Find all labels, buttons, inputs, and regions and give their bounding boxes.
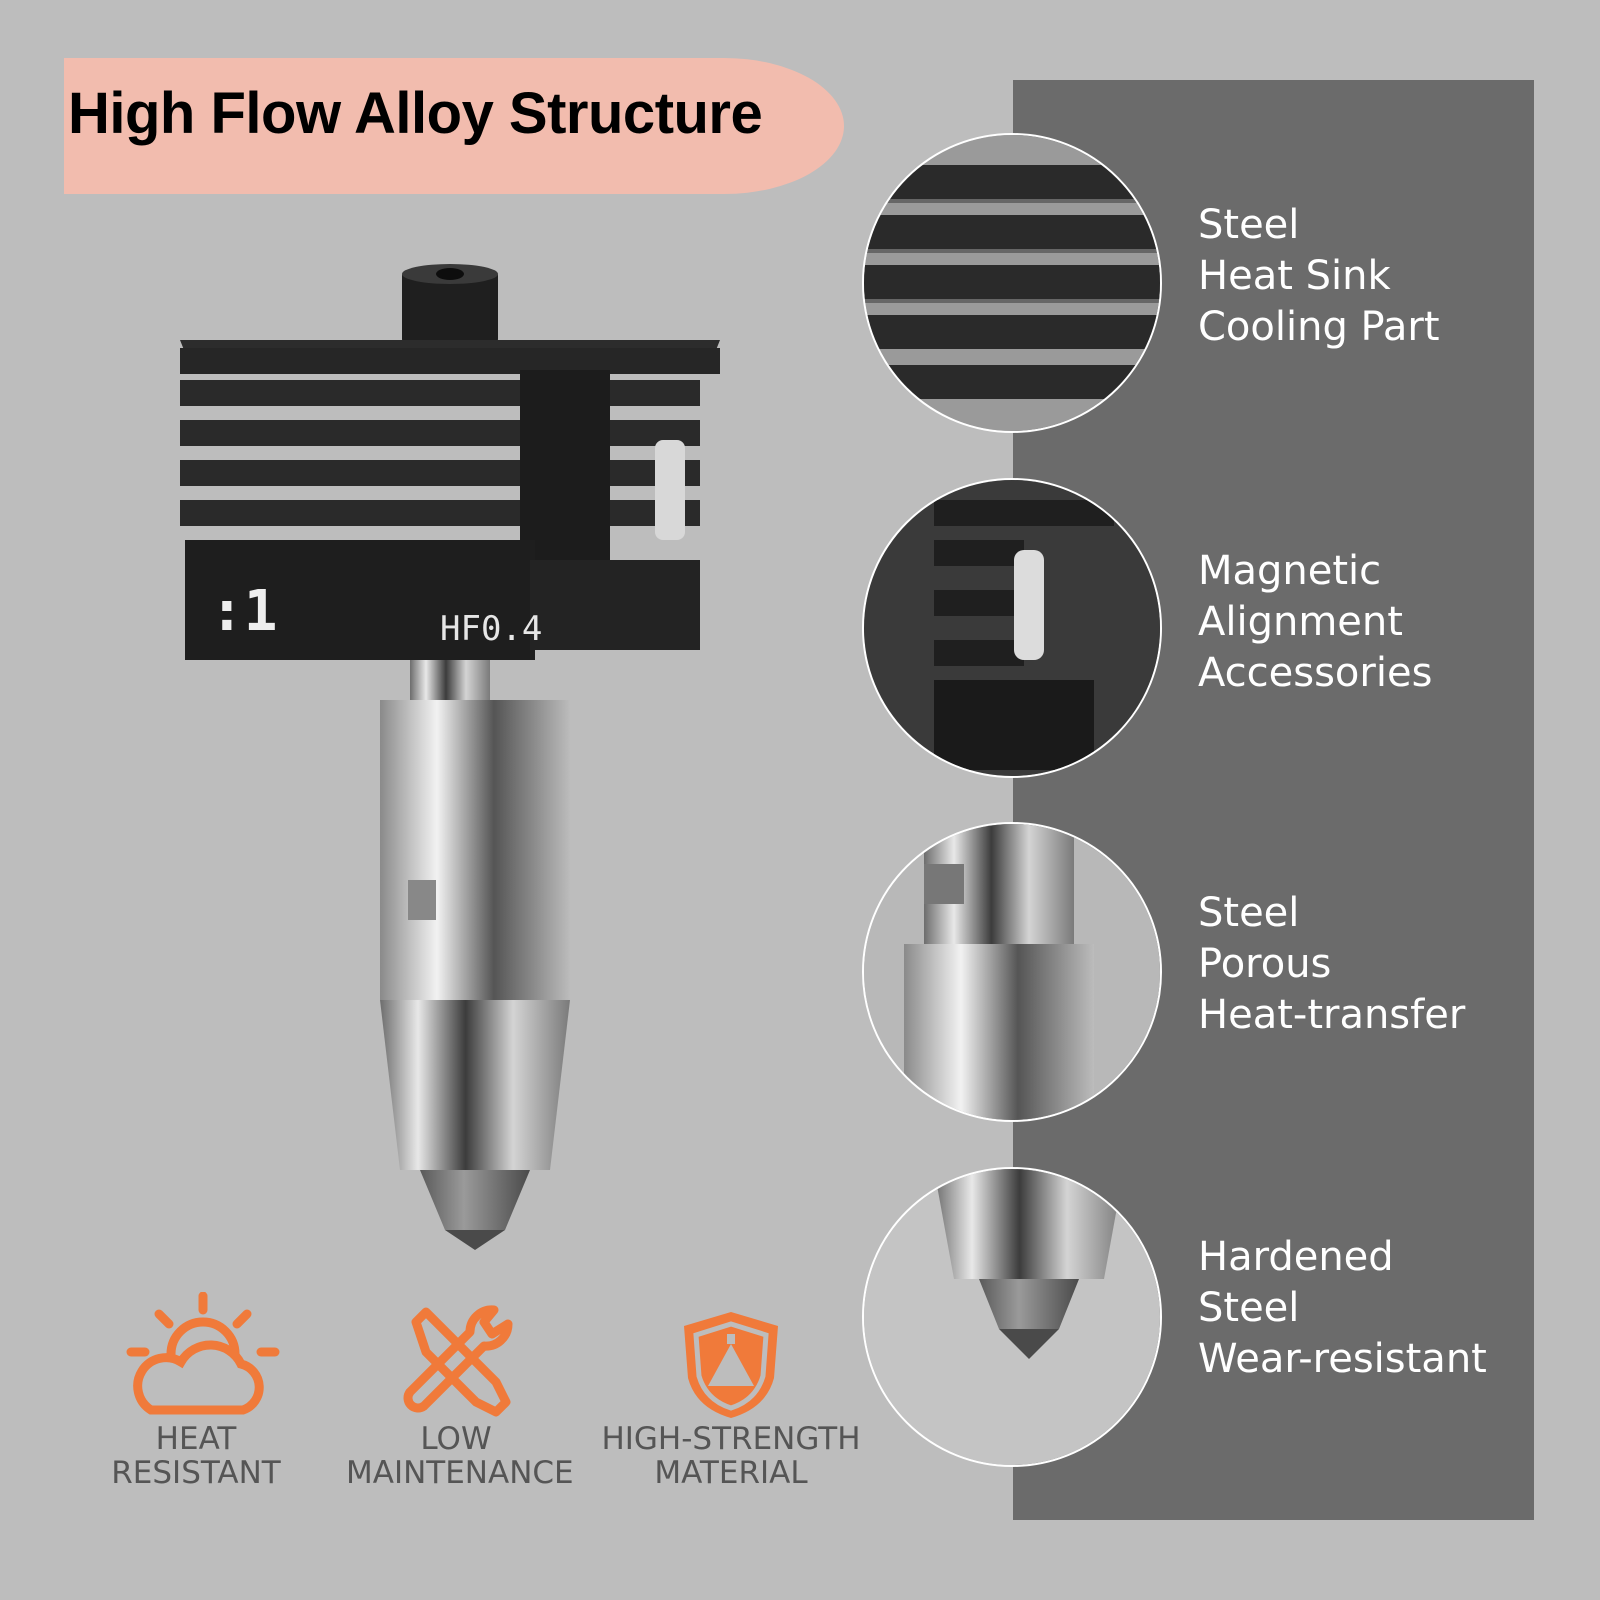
model-label: HF0.4 [440,609,542,649]
feature-circle-heat-break [862,822,1162,1122]
feature-circle-magnet [862,478,1162,778]
svg-text::1: :1 [210,579,277,644]
title-banner [64,58,844,194]
badge-low-maintenance: LOW MAINTENANCE [346,1302,574,1490]
feature-label-heat-sink: Steel Heat Sink Cooling Part [1198,202,1440,350]
badge-high-strength: HIGH-STRENGTH MATERIAL [596,1308,866,1490]
feature-label-heat-break: Steel Porous Heat-transfer [1198,890,1466,1038]
feature-label-nozzle-tip: Hardened Steel Wear-resistant [1198,1234,1487,1382]
magnet-icon [864,480,1160,776]
nozzle-tip-icon [864,1169,1160,1465]
sun-cloud-icon [126,1292,280,1415]
heat-sink-icon [864,135,1160,431]
feature-label-magnet: Magnetic Alignment Accessories [1198,548,1433,696]
wrench-screwdriver-icon [403,1305,513,1417]
feature-circle-nozzle-tip [862,1167,1162,1467]
hotend-illustration: :1 HF0.4 [150,240,750,1264]
heat-break-icon [864,824,1160,1120]
shield-icon [684,1312,778,1418]
page-title: High Flow Alloy Structure [68,81,763,146]
badge-heat-resistant: HEAT RESISTANT [96,1292,296,1490]
feature-circle-heat-sink [862,133,1162,433]
